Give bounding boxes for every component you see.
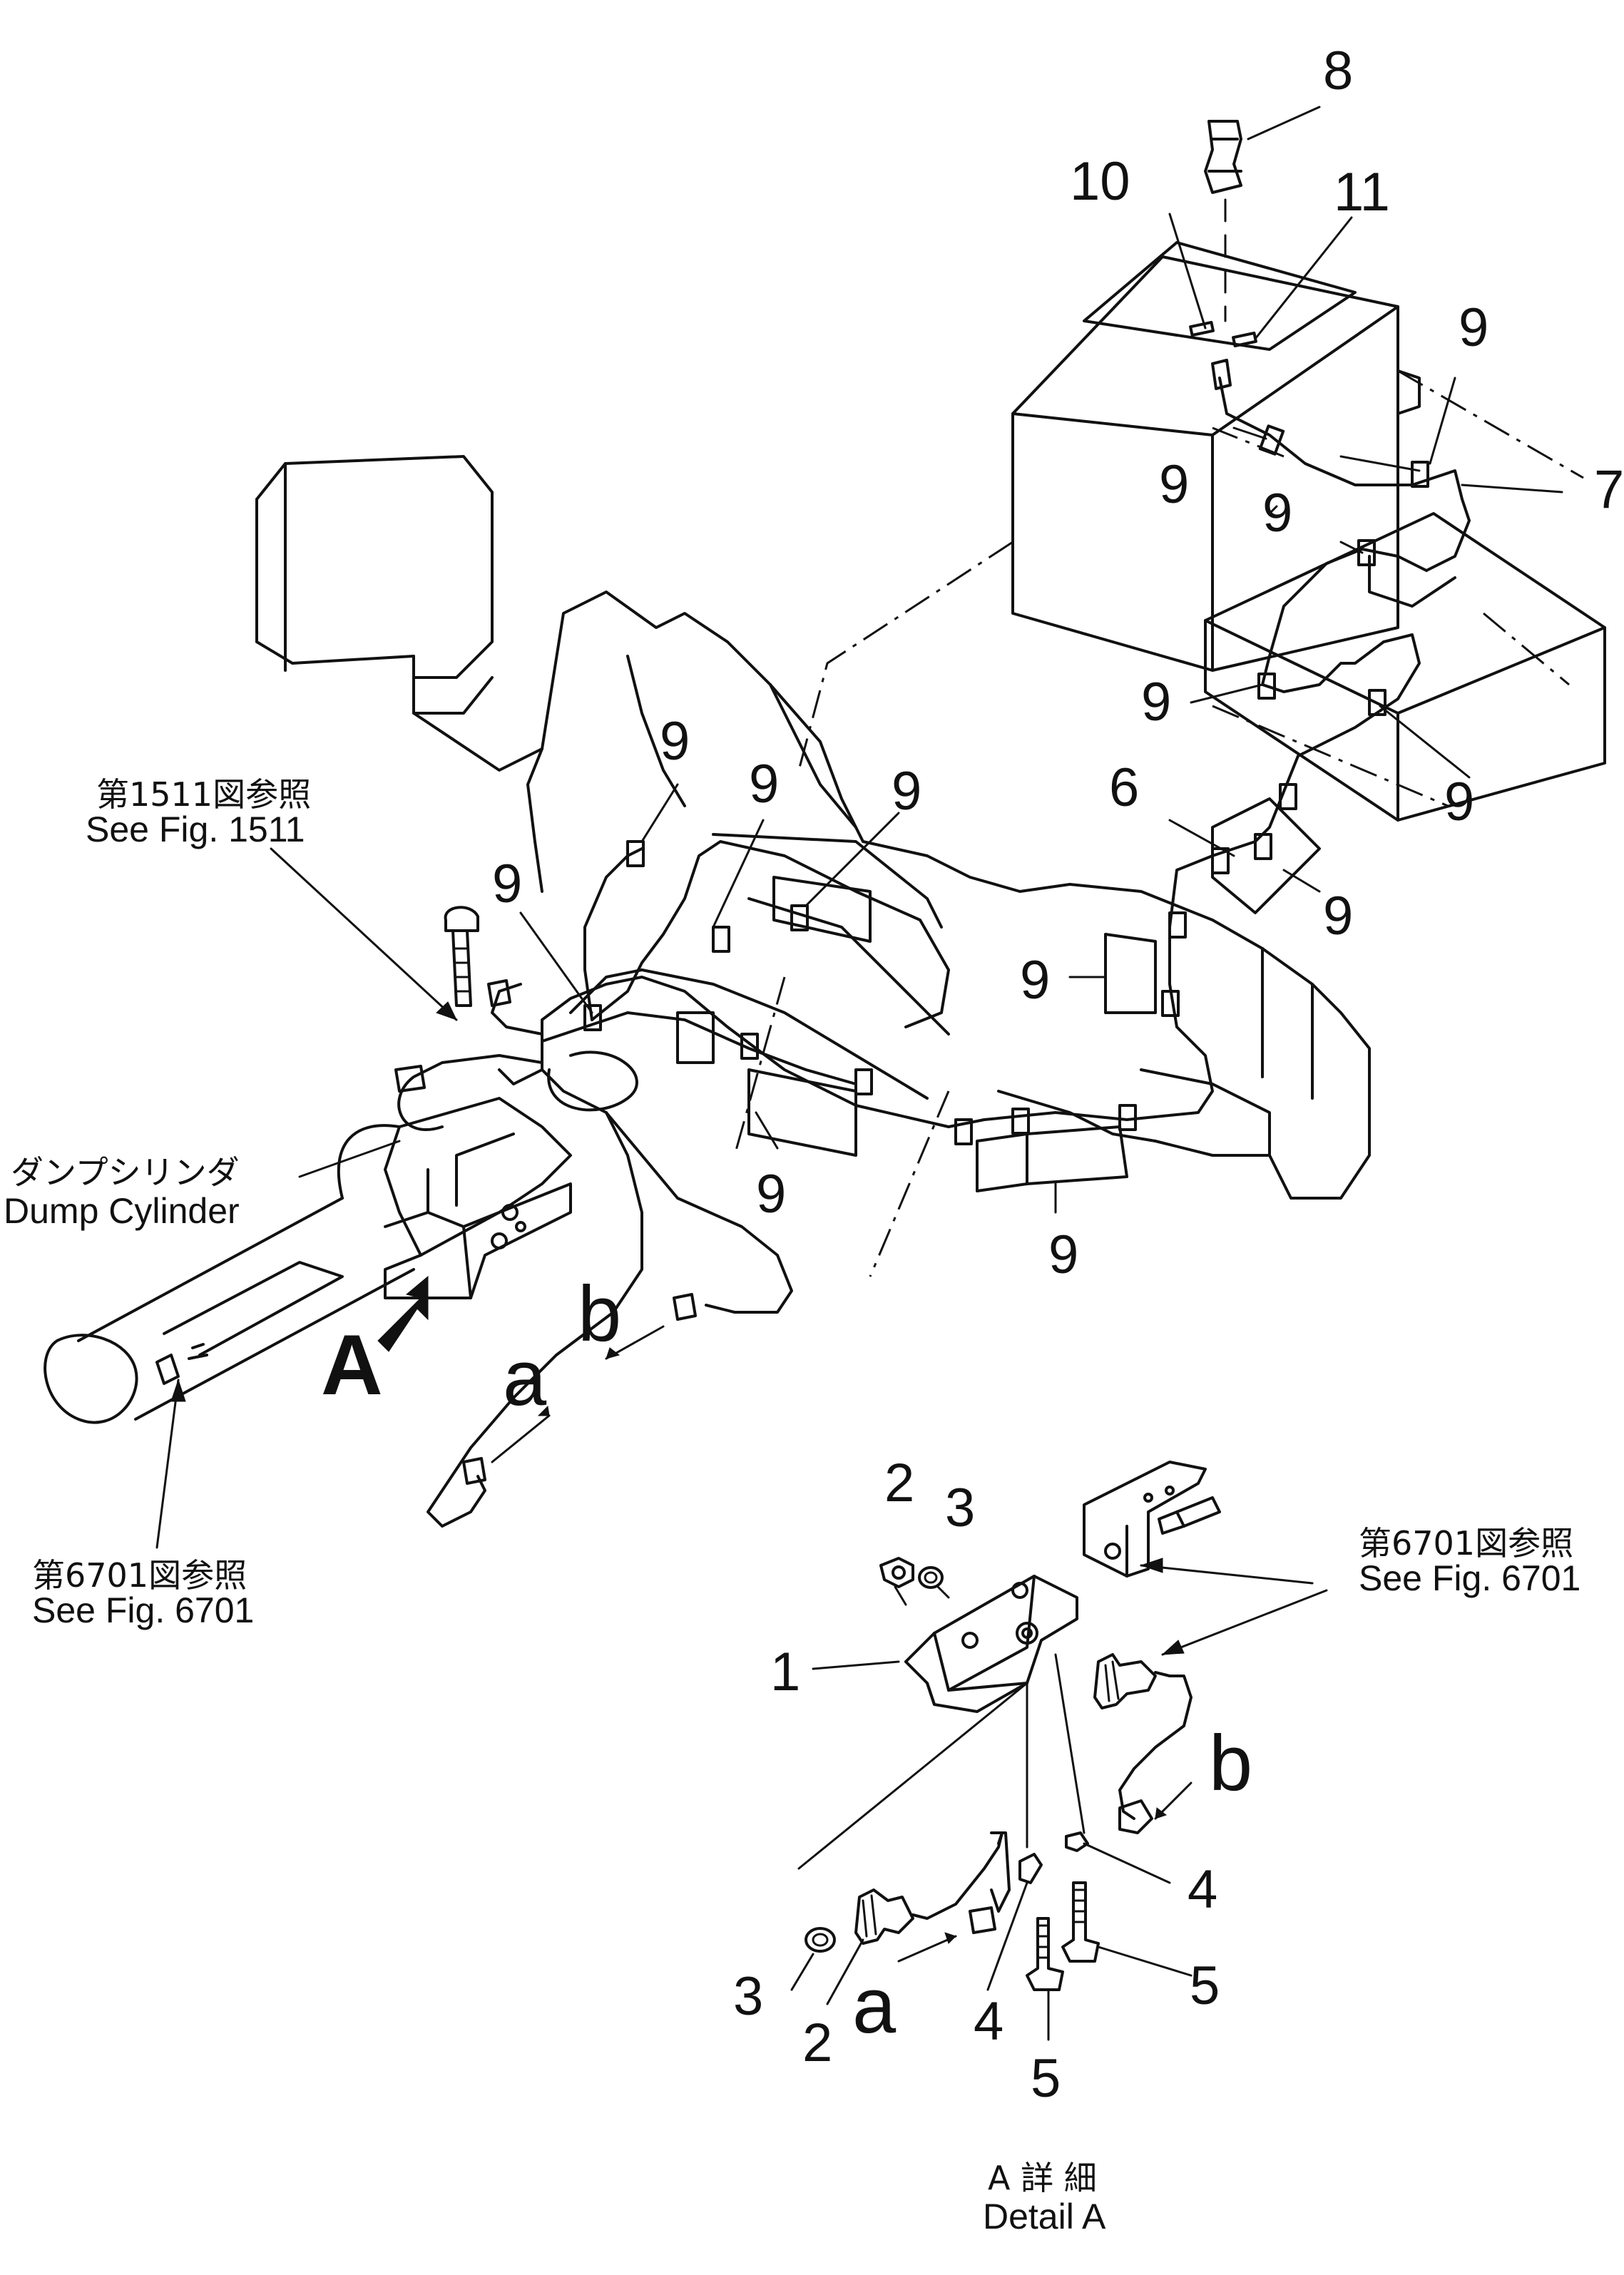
label-part-1: 1 — [770, 1642, 800, 1702]
label-part-5: 5 — [1190, 1956, 1220, 2016]
label-part-10: 10 — [1070, 151, 1130, 212]
label-view-a: A — [321, 1317, 383, 1413]
label-part-2: 2 — [802, 2013, 832, 2073]
ref-fig-6701-right-jp: 第6701図参照 — [1359, 1524, 1573, 1563]
main-connector-arrows — [491, 1325, 665, 1463]
label-part-9: 9 — [756, 1164, 786, 1225]
leader-lines — [155, 106, 1563, 2041]
label-part-9: 9 — [1444, 772, 1474, 832]
label-part-3: 3 — [733, 1966, 763, 2027]
ref-fig-6701-left-jp: 第6701図参照 — [32, 1556, 247, 1595]
ref-fig-1511-jp: 第1511図参照 — [96, 775, 311, 814]
switch-part-8 — [1189, 120, 1257, 390]
reference-labels: 第1511図参照 See Fig. 1511 ダンプシリンダ Dump Cyli… — [4, 775, 1580, 2236]
wire-harness — [397, 377, 1471, 1528]
label-part-8: 8 — [1323, 41, 1353, 101]
wire-clamps — [583, 424, 1429, 1145]
ref-fig-6701-right-en: See Fig. 6701 — [1359, 1558, 1580, 1598]
label-part-9: 9 — [1048, 1225, 1078, 1285]
view-arrow-a — [377, 1275, 429, 1352]
dump-cylinder — [44, 1097, 572, 1424]
label-part-9: 9 — [749, 754, 779, 814]
label-part-4: 4 — [974, 1991, 1003, 2052]
label-part-9: 9 — [1020, 950, 1050, 1011]
label-part-9: 9 — [1459, 297, 1488, 358]
label-part-9: 9 — [1323, 886, 1353, 946]
label-part-7: 7 — [1594, 459, 1624, 520]
detail-a-assembly — [797, 1461, 1221, 1991]
label-part-2: 2 — [884, 1453, 914, 1513]
part-number-labels: 8 10 11 7 6 9 9 9 9 9 9 9 9 9 9 9 9 9 9 … — [492, 41, 1624, 2109]
label-part-9: 9 — [1159, 454, 1189, 515]
label-part-3: 3 — [945, 1478, 975, 1538]
label-part-9: 9 — [492, 854, 522, 914]
label-connector-a: a — [852, 1962, 897, 2050]
label-part-5: 5 — [1031, 2048, 1061, 2109]
machine-frame — [255, 241, 1606, 1277]
label-part-9: 9 — [892, 761, 921, 822]
label-connector-b: b — [1209, 1719, 1252, 1807]
label-connector-a: a — [503, 1334, 547, 1422]
label-part-6: 6 — [1109, 757, 1139, 818]
label-part-9: 9 — [1262, 483, 1292, 543]
label-part-9: 9 — [660, 711, 690, 772]
ref-fig-1511-en: See Fig. 1511 — [86, 809, 305, 849]
label-part-11: 11 — [1334, 162, 1390, 223]
dump-cylinder-en: Dump Cylinder — [4, 1191, 240, 1231]
dump-cylinder-jp: ダンプシリンダ — [11, 1153, 240, 1192]
label-connector-b: b — [578, 1270, 621, 1358]
label-part-4: 4 — [1188, 1859, 1217, 1920]
tag-panels — [676, 797, 1321, 1192]
connector-letter-labels: a b a b A — [321, 1270, 1252, 2050]
label-part-9: 9 — [1141, 672, 1171, 732]
ref-fig-6701-left-en: See Fig. 6701 — [32, 1590, 254, 1630]
bolt-and-connectors — [394, 906, 697, 1485]
detail-a-title-jp: A 詳 細 — [988, 2159, 1097, 2197]
detail-a-title-en: Detail A — [983, 2197, 1106, 2236]
